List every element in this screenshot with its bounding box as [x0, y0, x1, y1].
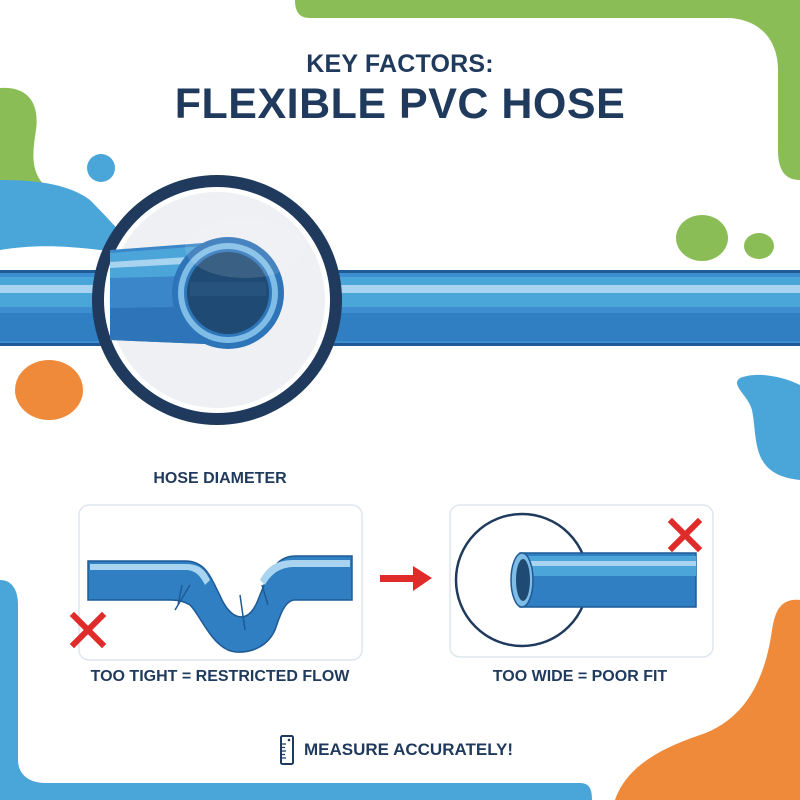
kinked-hose-illustration: [87, 555, 353, 653]
x-mark-icon-right: [667, 517, 703, 553]
magnifier-lens: [92, 175, 342, 425]
ruler-icon: [280, 735, 294, 765]
green-blob-left: [0, 87, 50, 192]
orange-blob-bottom-right: [615, 599, 800, 800]
green-dot-small: [744, 233, 774, 259]
page-title: FLEXIBLE PVC HOSE: [174, 80, 626, 128]
panel-caption-too-wide: TOO WIDE = POOR FIT: [492, 668, 668, 685]
section-label-hose-diameter: HOSE DIAMETER: [153, 470, 287, 487]
arrow-right-icon: [380, 566, 432, 591]
footer-text: MEASURE ACCURATELY!: [304, 740, 514, 759]
green-blob-top-right: [295, 0, 800, 180]
footer-tip: MEASURE ACCURATELY!: [280, 735, 513, 765]
blue-dot-small: [87, 154, 115, 182]
orange-dot-left: [15, 360, 83, 420]
panel-caption-too-tight: TOO TIGHT = RESTRICTED FLOW: [90, 668, 350, 685]
page-subtitle: KEY FACTORS:: [306, 50, 494, 78]
x-mark-icon-left: [69, 611, 107, 649]
wide-fitting-illustration: [454, 512, 697, 648]
green-dot-large: [676, 215, 728, 261]
panel-too-tight-frame: [78, 504, 363, 661]
blue-droplet-right: [737, 374, 800, 480]
blue-wave-left: [0, 180, 140, 252]
